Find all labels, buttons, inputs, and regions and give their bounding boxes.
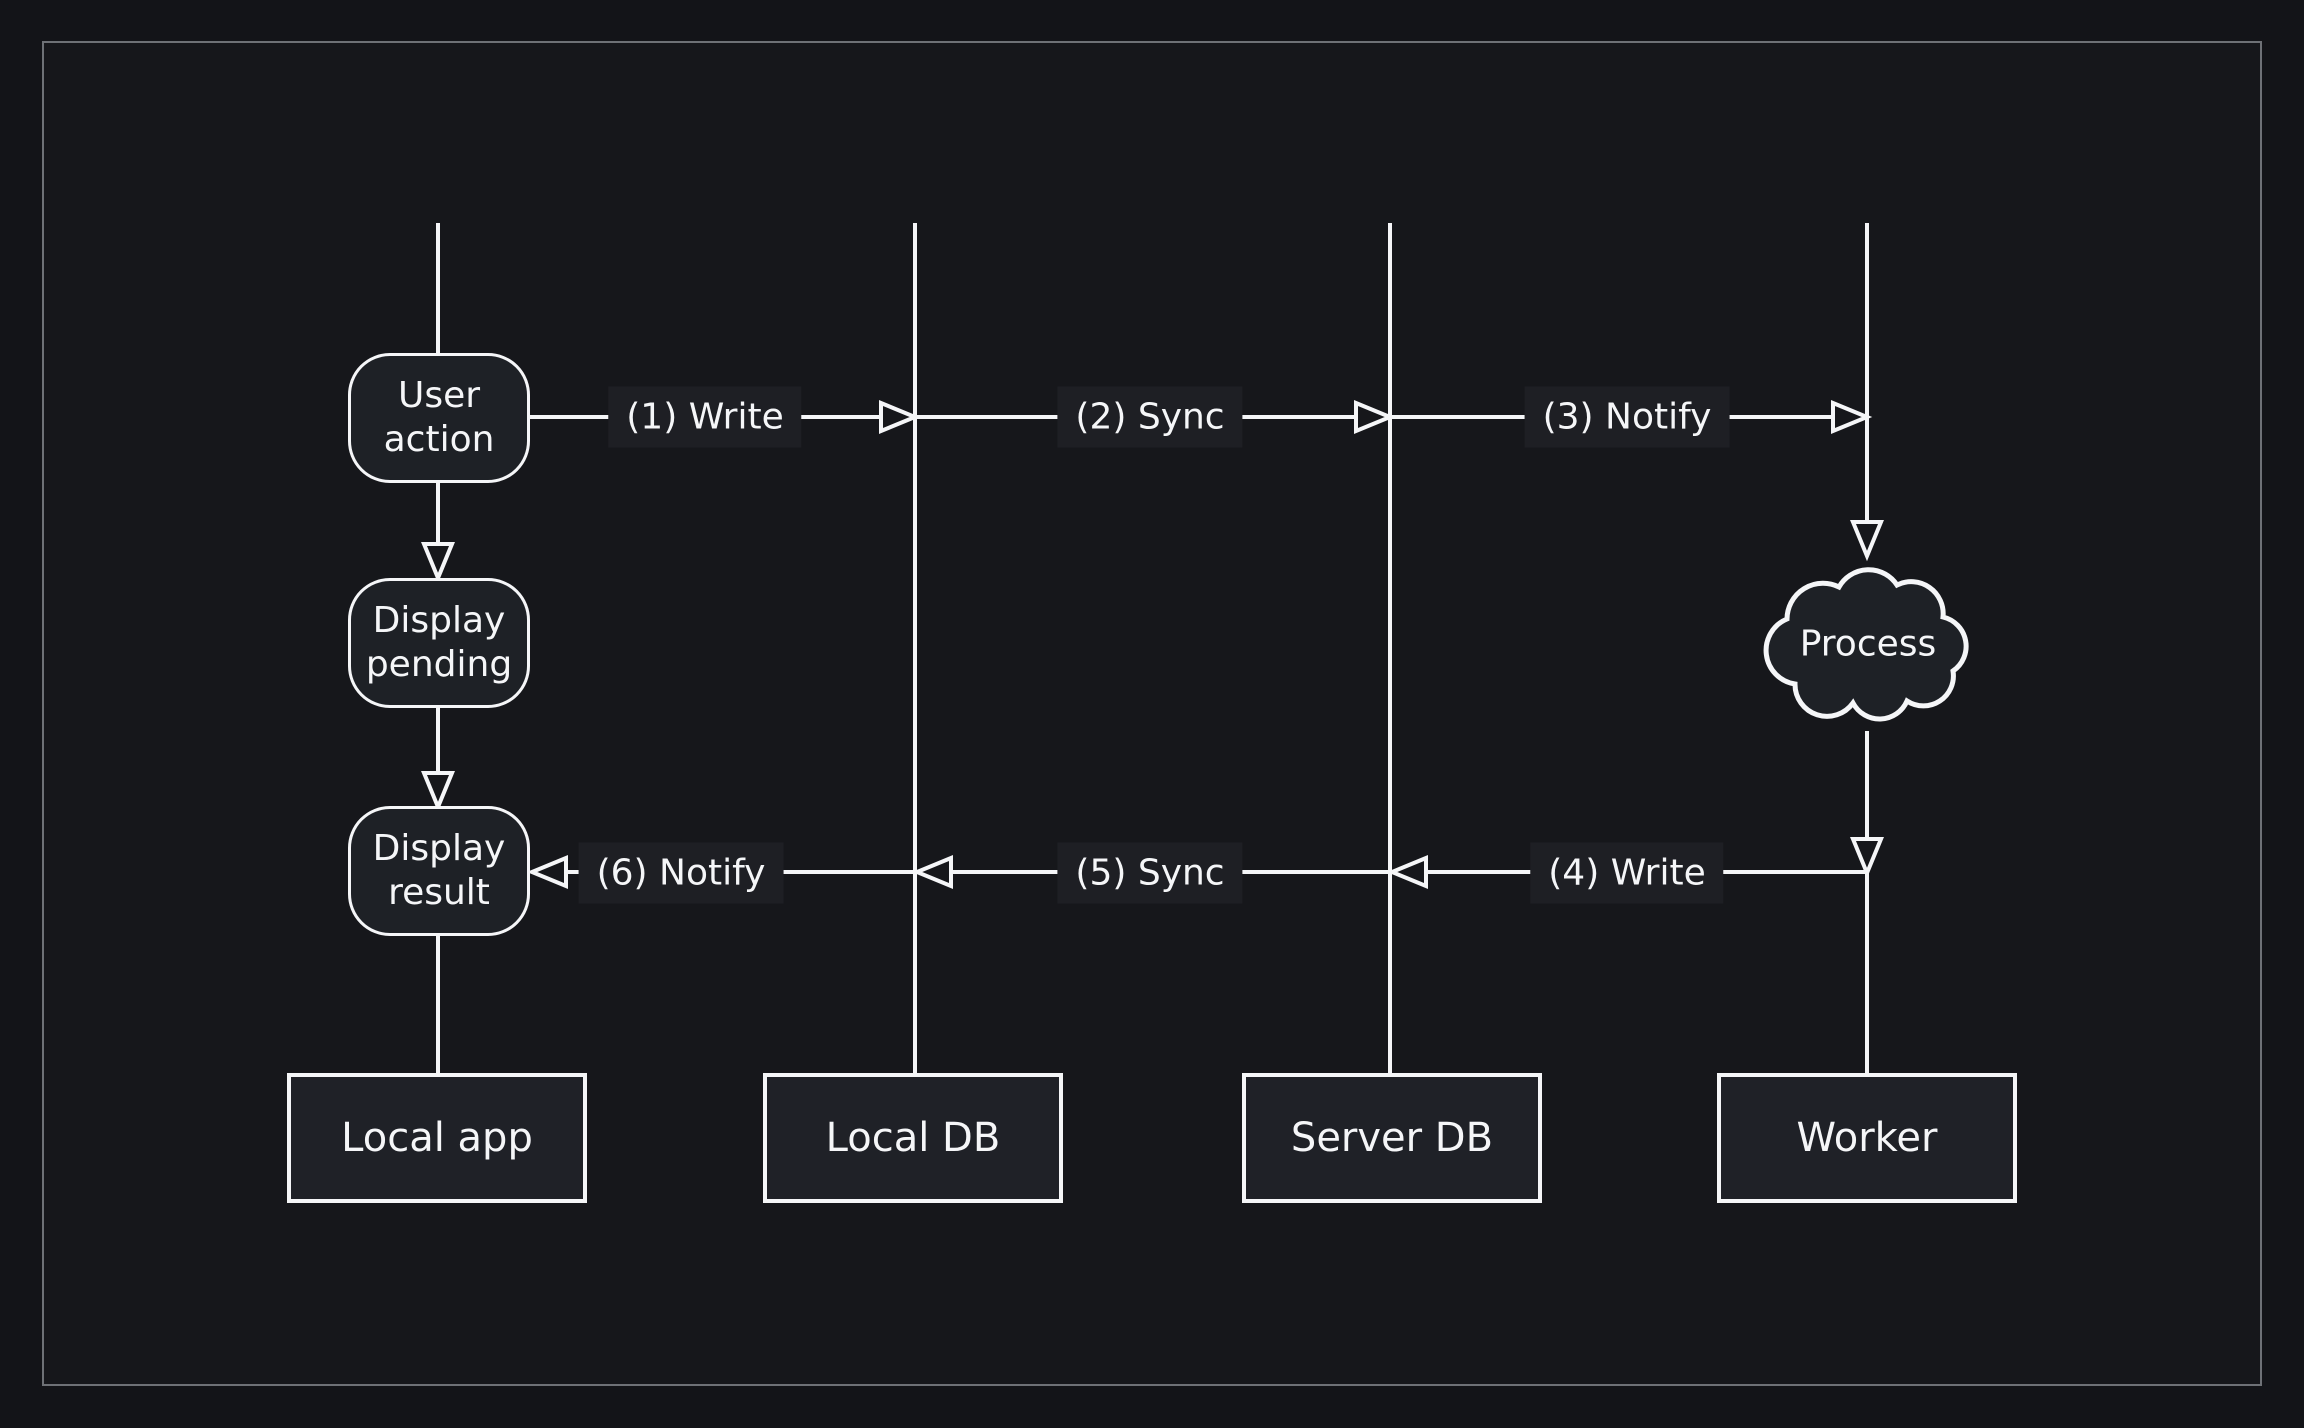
state-node-display-pending: Display pending	[348, 578, 530, 708]
edge-label-3-notify: (3) Notify	[1524, 386, 1730, 448]
actor-box-local-db: Local DB	[763, 1073, 1063, 1203]
state-node-user-action: User action	[348, 353, 530, 483]
process-cloud-shape	[1763, 567, 1969, 722]
connector-process-to-row2	[1850, 731, 1884, 879]
actor-box-worker-label: Worker	[1796, 1115, 1938, 1161]
edge-label-5-sync: (5) Sync	[1057, 842, 1243, 904]
actor-box-worker: Worker	[1717, 1073, 2017, 1203]
process-cloud-label: Process	[1799, 623, 1937, 665]
state-node-display-pending-label: Display pending	[365, 600, 513, 685]
state-node-user-action-label: User action	[383, 375, 495, 460]
actor-box-local-db-label: Local DB	[825, 1115, 1001, 1161]
edge-label-6-notify: (6) Notify	[578, 842, 784, 904]
actor-box-local-app-label: Local app	[341, 1115, 533, 1161]
connector-display-pending-to-display-result	[421, 707, 455, 813]
state-node-display-result-label: Display result	[372, 828, 506, 913]
connector-worker-to-process	[1850, 417, 1884, 562]
edge-label-1-write: (1) Write	[608, 386, 802, 448]
state-node-display-result: Display result	[348, 806, 530, 936]
edge-label-2-sync: (2) Sync	[1057, 386, 1243, 448]
actor-box-local-app: Local app	[287, 1073, 587, 1203]
actor-box-server-db-label: Server DB	[1290, 1115, 1494, 1161]
edge-label-4-write: (4) Write	[1530, 842, 1724, 904]
actor-box-server-db: Server DB	[1242, 1073, 1542, 1203]
connector-user-action-to-display-pending	[421, 483, 455, 584]
